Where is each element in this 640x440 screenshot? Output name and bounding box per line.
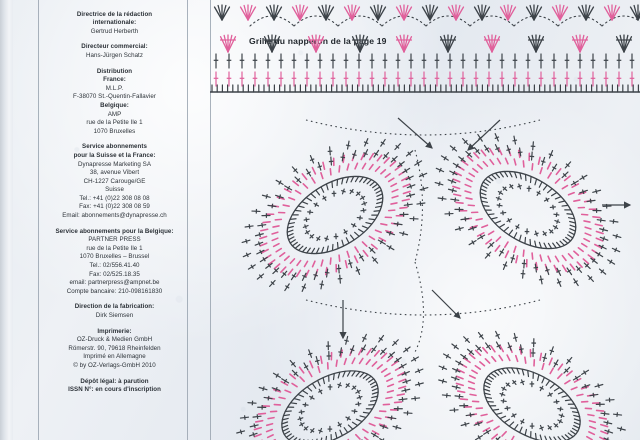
- binding-gutter: [0, 0, 13, 440]
- imprint-line: 38, avenue Vibert: [89, 169, 140, 177]
- imprint-line: Römerstr. 90, 79618 Rheinfelden: [68, 344, 161, 352]
- imprint-line: Tel.: +41 (0)22 308 08 08: [79, 194, 150, 202]
- imprint-line: Dirk Siemsen: [95, 312, 134, 319]
- imprint-line: Directrice de la rédaction: [76, 10, 153, 18]
- imprint-line: Fax: 02/525.18.35: [89, 270, 140, 278]
- direction-arrow-center: [431, 289, 461, 319]
- imprint-line: Service abonnements: [82, 143, 147, 151]
- imprint-line: © by OZ-Verlags-GmbH 2010: [73, 361, 156, 369]
- motif-oval-leaf-right: [434, 133, 622, 287]
- imprint-line: France:: [103, 76, 126, 84]
- direction-arrow-top: [397, 117, 433, 149]
- motif-oval-leaf-bottom-right: [438, 330, 626, 440]
- column-rule-left: [38, 0, 39, 440]
- imprint-line: Gertrud Herberth: [90, 27, 139, 35]
- imprint-line: Fax: +41 (0)22 308 08 59: [79, 203, 150, 211]
- imprint-spacer: [42, 4, 187, 11]
- imprint-line: ISSN N°: en cours d'inscription: [68, 386, 161, 394]
- imprint-line: OZ-Druck & Medien GmbH: [76, 336, 153, 344]
- imprint-line: Email: abonnements@dynapresse.ch: [62, 212, 167, 220]
- imprint-line: pour la Suisse et la France:: [73, 151, 156, 159]
- direction-arrow-mid-right: [467, 119, 501, 151]
- motif-oval-leaf-bottom-left: [236, 333, 424, 440]
- diagram-title: Grille du napperon de la page 19: [249, 36, 387, 46]
- imprint-line: Imprimé en Allemagne: [83, 353, 146, 361]
- imprint-line: Hans-Jürgen Schatz: [86, 51, 143, 59]
- imprint-line: Service abonnements pour la Belgique:: [55, 227, 174, 235]
- imprint-line: F-38070 St.-Quentin-Fallavier: [73, 93, 156, 101]
- imprint-spacer: [42, 221, 187, 228]
- imprint-line: PARTNER PRESS: [88, 236, 141, 244]
- imprint-line: Directeur commercial:: [81, 43, 148, 51]
- connecting-chain-arcs: [305, 119, 541, 353]
- imprint-spacer: [42, 296, 187, 303]
- imprint-line: 1070 Bruxelles – Brussel: [79, 253, 150, 261]
- imprint-line: Imprimerie:: [97, 327, 132, 335]
- imprint-spacer: [42, 371, 187, 378]
- imprint-line: AMP: [107, 110, 122, 118]
- imprint-spacer: [42, 36, 187, 43]
- imprint-line: CH-1227 Carouge/GE: [83, 177, 146, 185]
- imprint-line: Distribution: [96, 67, 133, 75]
- imprint-line: Belgique:: [100, 101, 129, 109]
- column-rule-right: [210, 0, 211, 440]
- imprint-line: email: partnerpress@ampnet.be: [69, 279, 160, 287]
- imprint-line: rue de la Petite Ile 1: [86, 244, 143, 252]
- imprint-line: rue de la Petite Ile 1: [86, 119, 143, 127]
- imprint-spacer: [42, 61, 187, 68]
- imprint-line: Tel.: 02/556.41.40: [89, 262, 140, 270]
- imprint-spacer: [42, 136, 187, 143]
- imprint-line: Dynapresse Marketing SA: [77, 160, 152, 168]
- imprint-line: Susanne Janotta: [42, 0, 187, 4]
- crochet-chart-diagram: [210, 0, 640, 440]
- imprint-line: 1070 Bruxelles: [93, 127, 136, 135]
- chart-svg: [210, 4, 640, 440]
- imprint-line: Suisse: [105, 186, 124, 194]
- imprint-line: internationale:: [92, 19, 137, 27]
- imprint-line: Dépôt légal: à parution: [80, 377, 149, 385]
- imprint-spacer: [42, 321, 187, 328]
- motif-top-border-band: [210, 4, 640, 93]
- column-rule-mid: [187, 0, 188, 440]
- imprint-line: Direction de la fabrication:: [74, 303, 155, 311]
- imprint-line: Compte bancaire: 210-098161830: [66, 287, 163, 295]
- motif-oval-leaf-left: [241, 138, 429, 292]
- imprint-column: Susanne JanottaDirectrice de la rédactio…: [42, 0, 187, 395]
- imprint-line: M.L.P.: [105, 84, 124, 92]
